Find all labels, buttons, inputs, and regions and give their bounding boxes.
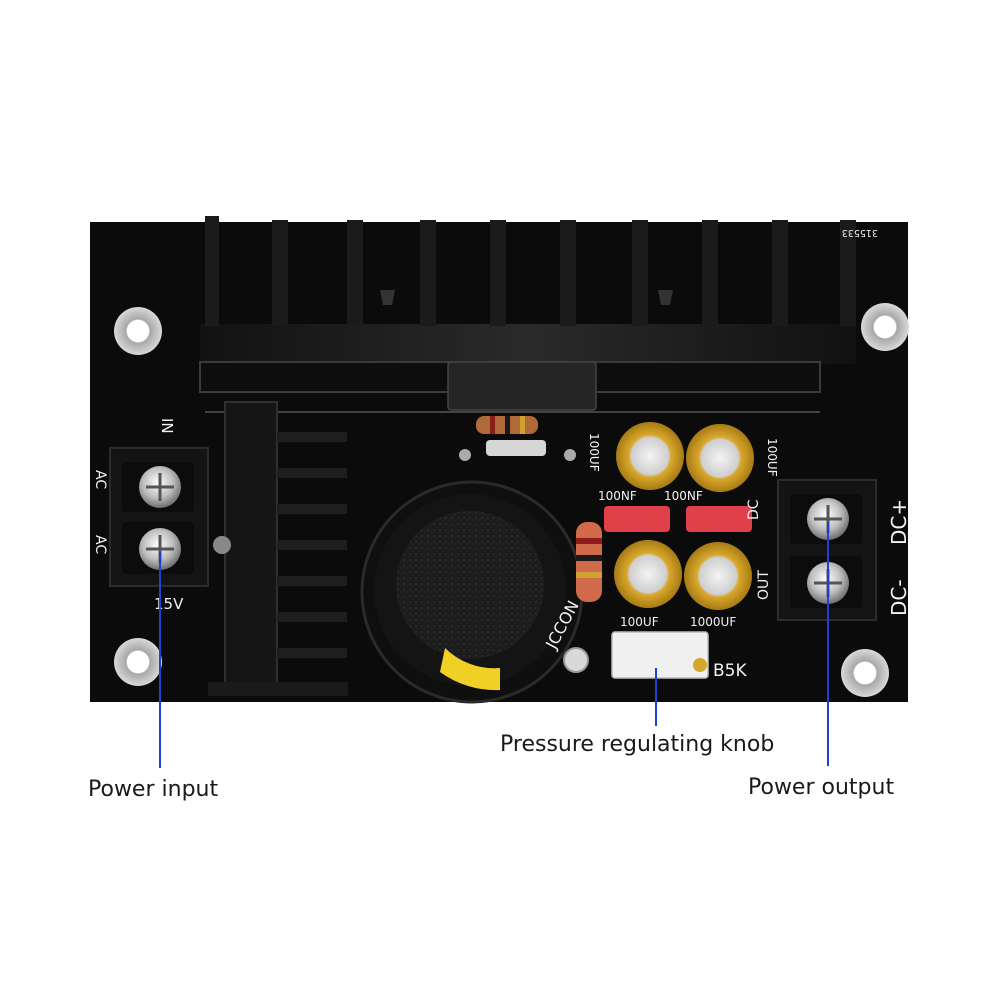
large-capacitor: JCCON <box>360 480 584 704</box>
dc-minus-label: DC- <box>887 579 911 616</box>
input-terminal-block <box>109 447 209 587</box>
power-output-label: Power output <box>748 775 895 800</box>
capacitor-bottom-left <box>614 540 682 608</box>
ac-label-2: AC <box>92 535 108 554</box>
capacitor-top-right <box>686 424 754 492</box>
capacitor-top-left <box>616 422 684 490</box>
voltage-label: 15V <box>154 595 184 613</box>
dc-plus-label: DC+ <box>887 499 911 545</box>
capacitor-bottom-right <box>684 542 752 610</box>
pot-label: B5K <box>713 661 747 681</box>
cap-label-100uf-tr: 100UF <box>765 438 779 477</box>
cap-label-1000uf: 1000UF <box>690 615 736 629</box>
top-heatsink <box>199 216 856 413</box>
potentiometer[interactable] <box>611 631 709 679</box>
out-label: OUT <box>756 570 772 600</box>
film-capacitor-left <box>604 506 670 532</box>
cap-label-100uf-tl: 100UF <box>587 433 601 472</box>
pressure-knob-label: Pressure regulating knob <box>500 732 775 757</box>
in-label: IN <box>158 418 176 434</box>
led-indicator <box>563 647 589 673</box>
cap-label-100nf-right: 100NF <box>664 489 703 503</box>
left-heatsink <box>208 401 348 696</box>
ac-label-1: AC <box>92 470 108 489</box>
potentiometer-screw[interactable] <box>693 658 707 672</box>
cap-label-100uf-bl: 100UF <box>620 615 659 629</box>
resistor <box>576 522 602 602</box>
board-code-text: 315533 <box>842 227 878 238</box>
dc-label: DC <box>746 499 762 520</box>
power-input-label: Power input <box>88 777 219 802</box>
diode-area <box>459 416 576 461</box>
cap-label-100nf-left: 100NF <box>598 489 637 503</box>
film-capacitor-right <box>686 506 752 532</box>
